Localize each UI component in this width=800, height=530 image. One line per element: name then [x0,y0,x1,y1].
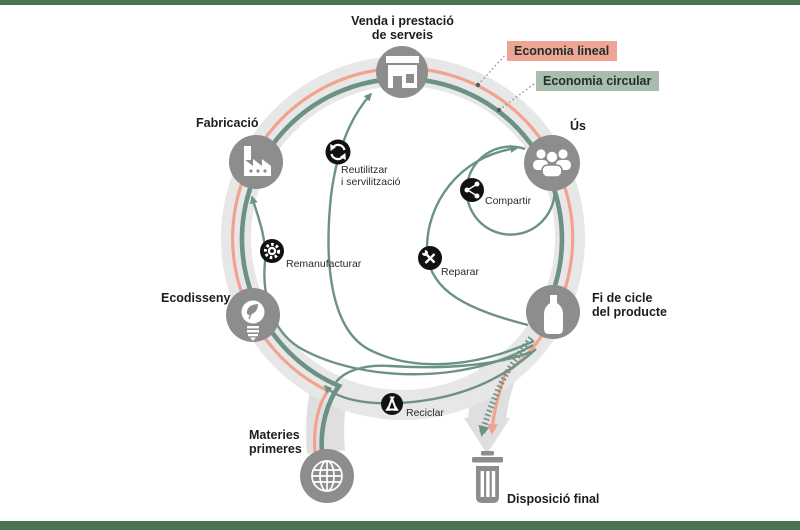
storefront-icon [386,56,419,88]
gear-icon [260,239,284,263]
reuse-arc [327,92,535,366]
reuse-arrows-icon [325,139,351,165]
share-loop-arc [465,145,556,236]
circular-leader-line [498,83,535,111]
circular-leader-dot [496,107,502,113]
top-green-bar [0,0,800,5]
stage-node-fabricacio [229,135,283,189]
label-remanufacturar: Remanufacturar [286,258,362,270]
label-reciclar: Reciclar [406,407,444,419]
people-icon [533,149,571,178]
recycle-arc [323,348,537,405]
label-reutilitzar: Reutilitzar i servilització [341,164,401,189]
legend-circular: Economia circular [536,71,660,91]
label-reparar: Reparar [441,266,479,278]
label-ecodisseny: Ecodisseny [161,291,231,305]
label-disposicio: Disposició final [507,492,600,506]
share-icon [460,178,484,202]
label-fabricacio: Fabricació [196,116,259,130]
tools-icon [418,246,442,270]
repair-arc [425,144,529,327]
factory-icon [244,146,271,176]
label-venda: Venda i prestació de serveis [351,14,454,42]
recycle-icon [381,393,403,415]
eco-bulb-icon [241,300,265,341]
bottle-icon [544,295,563,334]
label-fi-de-cicle: Fi de cicle del producte [592,291,668,319]
label-compartir: Compartir [485,195,532,207]
remanufacture-arc [249,195,534,376]
label-materies: Materies primeres [249,428,302,456]
stage-node-us [524,135,580,191]
legend-linear-label: Economia lineal [514,44,610,58]
stage-node-fi-de-cicle [526,285,580,339]
linear-leader-dot [475,82,481,88]
bottom-green-bar [0,521,800,530]
trash-icon [472,451,503,503]
label-us: Ús [570,119,586,133]
globe-icon [311,460,343,492]
legend-linear: Economia lineal [507,41,618,61]
legend-circular-label: Economia circular [543,74,652,88]
linear-leader-line [477,53,507,86]
stage-node-materies [300,449,354,503]
stage-node-ecodisseny [226,288,280,342]
stage-node-venda [376,46,428,98]
return-arc [335,350,532,383]
